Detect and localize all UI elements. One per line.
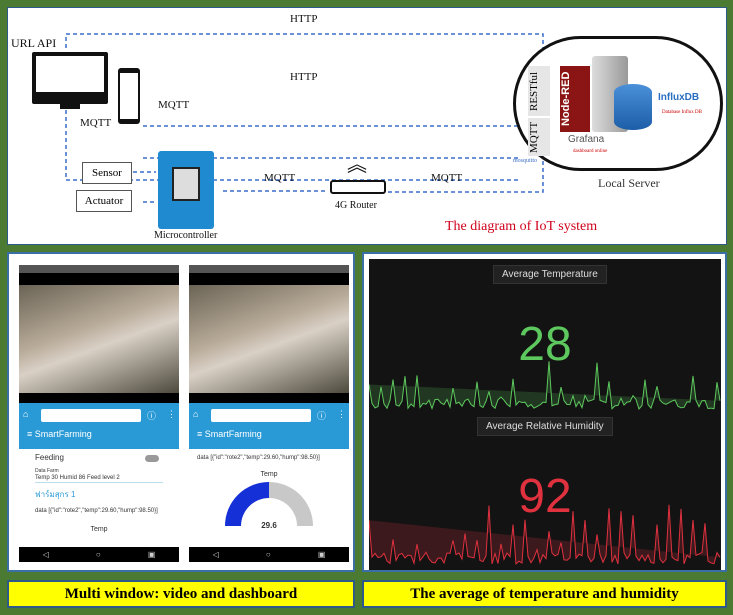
home-icon[interactable]: ⌂ bbox=[23, 409, 29, 419]
http-label-mid: HTTP bbox=[290, 71, 318, 83]
grafana-subtitle: dashboard online bbox=[573, 149, 608, 154]
data-json: data [{"id":"rote2","temp":29.60,"hump":… bbox=[35, 508, 158, 514]
sensor-box: Sensor bbox=[82, 162, 132, 184]
feeding-toggle[interactable] bbox=[145, 455, 159, 462]
monitor-stand bbox=[60, 104, 80, 109]
phone-screen-video-feeding: ⌂ ⓘ ⋮ ≡ SmartFarming Feeding Data Farm T… bbox=[19, 265, 179, 562]
wifi-icon: ︽ bbox=[347, 154, 367, 176]
home-circle-icon[interactable]: ○ bbox=[265, 550, 271, 559]
more-icon[interactable]: ⋮ bbox=[337, 409, 346, 419]
phone-screen-video-gauge: ⌂ ⓘ ⋮ ≡ SmartFarming data [{"id":"rote2"… bbox=[189, 265, 349, 562]
status-bar bbox=[189, 265, 349, 273]
smartphone-icon bbox=[118, 68, 140, 124]
pig-pen-video[interactable] bbox=[189, 273, 349, 403]
dashboard-content: Feeding Data Farm Temp 30 Humid 86 Feed … bbox=[19, 449, 179, 547]
http-label-top: HTTP bbox=[290, 13, 318, 25]
url-bar[interactable] bbox=[211, 409, 311, 422]
recents-icon[interactable]: ▣ bbox=[317, 550, 326, 559]
gauge-value: 29.6 bbox=[261, 521, 277, 530]
grafana-panel: Average Temperature 28 Average Relative … bbox=[362, 252, 727, 572]
mqtt-label-router: MQTT bbox=[431, 172, 463, 184]
sparkline-series bbox=[369, 504, 721, 566]
mqtt-label-mcu: MQTT bbox=[264, 172, 296, 184]
home-circle-icon[interactable]: ○ bbox=[95, 550, 101, 559]
recents-icon[interactable]: ▣ bbox=[147, 550, 156, 559]
avg-temp-value: 28 bbox=[518, 318, 572, 371]
info-icon[interactable]: ⓘ bbox=[147, 411, 157, 421]
avg-temp-title: Average Temperature bbox=[493, 265, 607, 284]
humidity-sparkline bbox=[369, 504, 721, 566]
feeding-label: Feeding bbox=[35, 453, 64, 462]
mosquitto-logo: mosquitto bbox=[513, 158, 538, 164]
iot-diagram-panel: URL API HTTP HTTP MQTT MQTT Sensor Actua… bbox=[7, 7, 727, 245]
router-icon bbox=[330, 180, 386, 194]
url-bar[interactable] bbox=[41, 409, 141, 422]
grafana-logo: Grafana bbox=[568, 134, 605, 145]
caption-average: The average of temperature and humidity bbox=[362, 580, 727, 608]
back-icon[interactable]: ◁ bbox=[212, 550, 219, 559]
database-icon bbox=[614, 84, 652, 130]
status-bar bbox=[19, 265, 179, 273]
node-red-logo: Node-RED bbox=[560, 66, 590, 132]
android-nav-bar: ◁ ○ ▣ bbox=[189, 547, 349, 562]
dashboard-content: data [{"id":"rote2","temp":29.60,"hump":… bbox=[189, 449, 349, 547]
app-name: SmartFarming bbox=[204, 429, 262, 439]
farm-name: ฟาร์มสุกร 1 bbox=[35, 490, 76, 499]
app-name: SmartFarming bbox=[34, 429, 92, 439]
info-icon[interactable]: ⓘ bbox=[317, 411, 327, 421]
microcontroller-board-icon bbox=[158, 151, 214, 229]
microcontroller-label: Microcontroller bbox=[154, 230, 218, 241]
temp-title: Temp bbox=[90, 526, 108, 533]
avg-humidity-value: 92 bbox=[518, 470, 572, 523]
actuator-box: Actuator bbox=[76, 190, 132, 212]
local-server-label: Local Server bbox=[598, 176, 660, 190]
diagram-title: The diagram of IoT system bbox=[445, 219, 598, 234]
temp-gauge bbox=[225, 482, 313, 526]
menu-title[interactable]: ≡ SmartFarming bbox=[27, 429, 92, 439]
back-icon[interactable]: ◁ bbox=[42, 550, 49, 559]
mqtt-block: MQTT bbox=[528, 118, 550, 156]
sparkline-series bbox=[369, 361, 721, 411]
android-nav-bar: ◁ ○ ▣ bbox=[19, 547, 179, 562]
gauge-fill bbox=[225, 482, 269, 526]
multi-window-panel: ⌂ ⓘ ⋮ ≡ SmartFarming Feeding Data Farm T… bbox=[7, 252, 355, 572]
mqtt-label-phone: MQTT bbox=[158, 99, 190, 111]
pig-pen-video[interactable] bbox=[19, 273, 179, 403]
home-icon[interactable]: ⌂ bbox=[193, 409, 199, 419]
influxdb-subtitle: Database Influx DB bbox=[662, 110, 702, 115]
avg-humidity-title: Average Relative Humidity bbox=[477, 417, 613, 436]
data-farm-label: Data Farm bbox=[35, 468, 59, 474]
desktop-monitor-icon bbox=[32, 52, 108, 104]
data-json: data [{"id":"rote2","temp":29.60,"hump":… bbox=[197, 455, 320, 461]
restful-block: RESTful bbox=[528, 66, 550, 116]
url-api-label: URL API bbox=[11, 36, 57, 50]
mqtt-label-pc: MQTT bbox=[80, 117, 112, 129]
influxdb-logo: InfluxDB bbox=[658, 92, 700, 103]
app-toolbar: ⌂ ⓘ ⋮ ≡ SmartFarming bbox=[19, 403, 179, 449]
more-icon[interactable]: ⋮ bbox=[167, 409, 176, 419]
app-toolbar: ⌂ ⓘ ⋮ ≡ SmartFarming bbox=[189, 403, 349, 449]
grafana-dashboard: Average Temperature 28 Average Relative … bbox=[369, 259, 721, 570]
data-farm-value: Temp 30 Humid 86 Feed level 2 bbox=[35, 474, 163, 483]
menu-title[interactable]: ≡ SmartFarming bbox=[197, 429, 262, 439]
router-label: 4G Router bbox=[335, 200, 377, 211]
temp-title: Temp bbox=[260, 471, 278, 478]
caption-multi-window: Multi window: video and dashboard bbox=[7, 580, 355, 608]
temp-sparkline bbox=[369, 361, 721, 411]
